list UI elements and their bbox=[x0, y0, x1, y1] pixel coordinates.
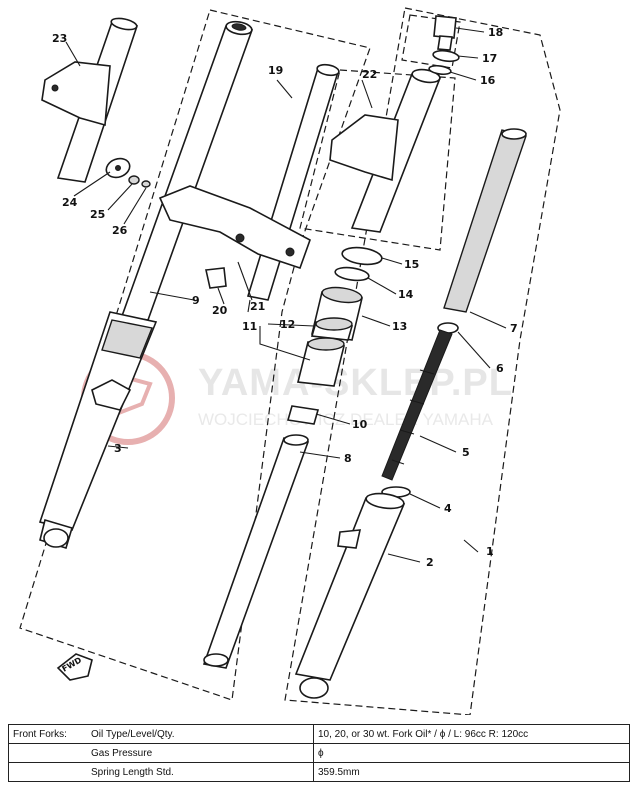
callout-18: 18 bbox=[488, 26, 503, 39]
top-bracket-group-outline bbox=[299, 69, 456, 251]
callout-7: 7 bbox=[510, 322, 518, 335]
part-24-washer bbox=[105, 157, 131, 179]
table-row: Spring Length Std. 359.5mm bbox=[8, 762, 630, 782]
part-14-circlip bbox=[334, 266, 370, 282]
part-5-fork-spring bbox=[381, 329, 453, 481]
callout-14: 14 bbox=[398, 288, 414, 301]
callout-3: 3 bbox=[114, 442, 122, 455]
callout-25: 25 bbox=[90, 208, 105, 221]
forward-arrow-icon: FWD bbox=[56, 653, 93, 681]
part-25-grommet bbox=[128, 175, 140, 185]
callout-17: 17 bbox=[482, 52, 497, 65]
callout-10: 10 bbox=[352, 418, 368, 431]
part-16-o-ring bbox=[428, 64, 452, 76]
callout-8: 8 bbox=[344, 452, 352, 465]
part-12-washer bbox=[310, 317, 354, 341]
spec-table: Front Forks: Oil Type/Level/Qty. 10, 20,… bbox=[8, 724, 630, 782]
callout-12: 12 bbox=[280, 318, 295, 331]
part-8-damper-rod bbox=[202, 434, 310, 669]
callout-11: 11 bbox=[242, 320, 257, 333]
callout-19: 19 bbox=[268, 64, 283, 77]
callout-6: 6 bbox=[496, 362, 504, 375]
part-26-nut bbox=[141, 180, 151, 188]
spec-item-cell: Oil Type/Level/Qty. bbox=[87, 724, 314, 744]
spec-item-cell: Spring Length Std. bbox=[87, 762, 314, 782]
callout-16: 16 bbox=[480, 74, 496, 87]
callout-2: 2 bbox=[426, 556, 434, 569]
part-11-slide-metal bbox=[297, 337, 345, 387]
watermark-tagline: WOJCIECHOWICZ DEALER YAMAHA bbox=[198, 410, 494, 429]
spec-value-cell: 359.5mm bbox=[313, 762, 630, 782]
part-7-spacer bbox=[443, 128, 527, 313]
table-row: Front Forks: Oil Type/Level/Qty. 10, 20,… bbox=[8, 724, 630, 744]
callout-24: 24 bbox=[62, 196, 78, 209]
part-9-left-inner-tube bbox=[120, 20, 254, 321]
part-20-pinch-bolt bbox=[205, 267, 227, 289]
callout-4: 4 bbox=[444, 502, 452, 515]
spec-group-cell bbox=[8, 743, 87, 763]
callout-21: 21 bbox=[250, 300, 265, 313]
callout-1: 1 bbox=[486, 545, 494, 558]
part-21-lower-bracket bbox=[158, 185, 311, 270]
part-22-headlight-bracket-right bbox=[329, 68, 442, 233]
right-fork-group-outline bbox=[284, 7, 561, 715]
callout-22: 22 bbox=[362, 68, 377, 81]
callout-9: 9 bbox=[192, 294, 200, 307]
callout-5: 5 bbox=[462, 446, 470, 459]
spec-value-cell: ϕ bbox=[313, 743, 630, 763]
spec-item-cell: Gas Pressure bbox=[87, 743, 314, 763]
spec-value-cell: 10, 20, or 30 wt. Fork Oil* / ϕ / L: 96c… bbox=[313, 724, 630, 744]
spec-group-cell: Front Forks: bbox=[8, 724, 87, 744]
exploded-fork-diagram: YAMA-SKLEP.PL WOJCIECHOWICZ DEALER YAMAH… bbox=[19, 7, 561, 715]
part-17-washer bbox=[432, 49, 460, 63]
part-2-right-outer-tube bbox=[294, 492, 406, 699]
callout-15: 15 bbox=[404, 258, 419, 271]
callout-numbers: 1 2 3 4 5 6 7 8 9 10 11 12 13 14 15 16 1… bbox=[52, 26, 518, 569]
callout-20: 20 bbox=[212, 304, 228, 317]
callout-23: 23 bbox=[52, 32, 67, 45]
part-15-dust-seal bbox=[341, 246, 383, 266]
watermark-brand: YAMA-SKLEP.PL bbox=[198, 362, 513, 404]
part-3-left-outer-tube bbox=[38, 311, 158, 550]
callout-13: 13 bbox=[392, 320, 407, 333]
callout-26: 26 bbox=[112, 224, 128, 237]
spec-group-cell bbox=[8, 762, 87, 782]
part-10-piston-ring bbox=[286, 405, 320, 425]
left-fork-group-outline bbox=[19, 9, 371, 701]
table-row: Gas Pressure ϕ bbox=[8, 743, 630, 763]
part-23-headlight-bracket-tube bbox=[41, 17, 139, 183]
leader-lines bbox=[65, 27, 507, 563]
part-18-cap-bolt bbox=[433, 15, 457, 51]
